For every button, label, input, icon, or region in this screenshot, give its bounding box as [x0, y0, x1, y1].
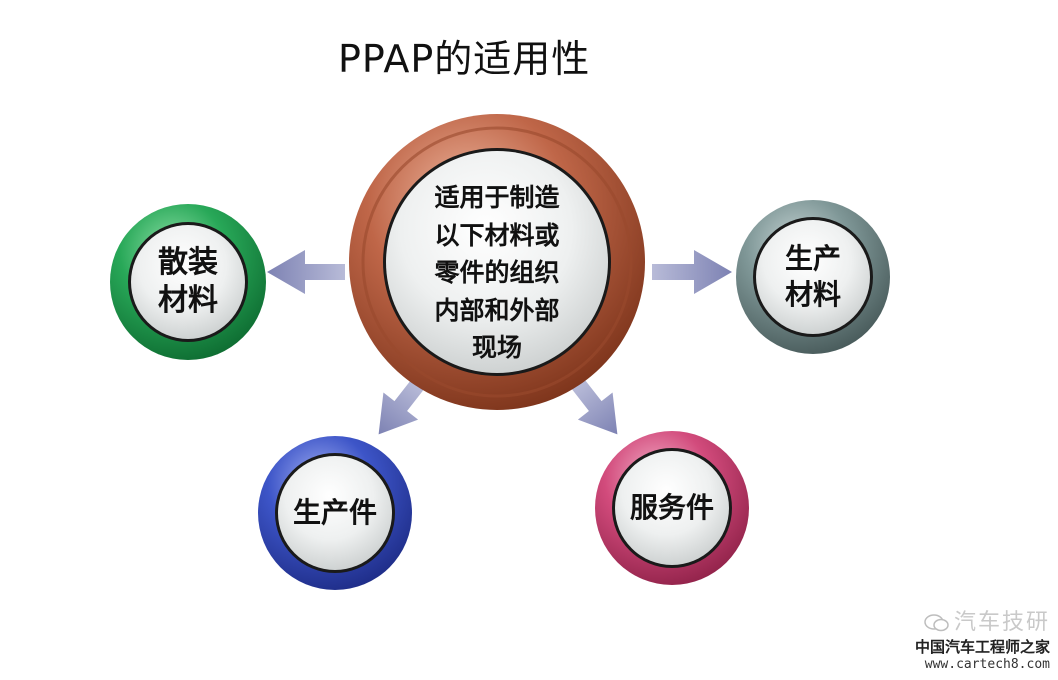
production-material-node — [736, 200, 890, 354]
production-part-label: 生产件 — [275, 488, 395, 538]
center-line-3: 零件的组织 — [434, 258, 560, 288]
watermark: 汽车技研 中国汽车工程师之家 www.cartech8.com — [915, 604, 1050, 672]
page-title: PPAP的适用性 — [338, 37, 591, 81]
bulk-material-label: 散装 材料 — [138, 232, 238, 332]
production-material-line-2: 材料 — [784, 278, 841, 311]
watermark-site: 中国汽车工程师之家 — [914, 638, 1050, 656]
production-part-text: 生产件 — [292, 496, 377, 530]
production-material-label: 生产 材料 — [763, 227, 863, 327]
bulk-material-node — [110, 204, 266, 360]
center-node — [349, 114, 645, 410]
arrow-to-production-part — [378, 379, 425, 435]
service-part-label: 服务件 — [612, 483, 732, 533]
bulk-material-line-2: 材料 — [158, 283, 218, 318]
chat-bubble-icon — [924, 614, 949, 632]
watermark-brand: 汽车技研 — [915, 604, 1050, 636]
center-line-2: 以下材料或 — [434, 220, 560, 250]
bulk-material-line-1: 散装 — [158, 244, 218, 280]
watermark-brand-text: 汽车技研 — [953, 610, 1050, 635]
production-part-node — [258, 436, 412, 590]
production-material-line-1: 生产 — [784, 242, 841, 276]
center-line-4: 内部和外部 — [434, 295, 560, 325]
arrow-to-service-part — [571, 379, 618, 435]
service-part-node — [595, 431, 749, 585]
center-line-5: 现场 — [471, 333, 522, 363]
arrow-to-production-material — [652, 250, 732, 294]
arrow-to-bulk-material — [267, 250, 345, 294]
watermark-url: www.cartech8.com — [924, 657, 1050, 672]
service-part-text: 服务件 — [629, 491, 714, 525]
center-label: 适用于制造 以下材料或 零件的组织 内部和外部 现场 — [402, 178, 592, 368]
center-line-1: 适用于制造 — [434, 183, 560, 213]
